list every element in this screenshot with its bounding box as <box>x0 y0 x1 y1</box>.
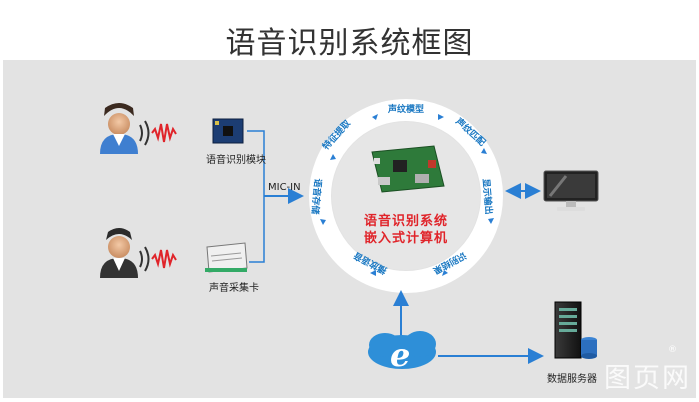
svg-text:e: e <box>390 336 410 374</box>
process-ring <box>309 99 503 293</box>
monitor-icon <box>543 170 599 211</box>
watermark-registered-mark: ® <box>668 345 677 355</box>
ring-segment-label: 声纹模型 <box>388 105 425 115</box>
voice-module-icon <box>212 118 244 144</box>
sound-wave-icon <box>139 246 177 272</box>
server-icon <box>554 301 597 359</box>
watermark: 图页网 <box>604 363 691 394</box>
page-title: 语音识别系统框图 <box>225 26 474 61</box>
sound-card-label: 声音采集卡 <box>209 283 259 294</box>
internet-explorer-icon: e <box>368 331 436 374</box>
mic-in-label: MIC-IN <box>268 182 301 193</box>
center-title-line1: 语音识别系统 <box>363 214 448 229</box>
person-icon <box>100 103 138 154</box>
embedded-board-icon <box>371 145 445 193</box>
voice-module-label: 语音识别模块 <box>206 155 266 166</box>
person-icon <box>100 228 138 278</box>
server-label: 数据服务器 <box>547 374 597 385</box>
input-connector-lines <box>247 130 304 263</box>
center-title-line2: 嵌入式计算机 <box>363 231 448 246</box>
sound-card-icon <box>205 242 248 273</box>
sound-wave-icon <box>139 120 177 146</box>
